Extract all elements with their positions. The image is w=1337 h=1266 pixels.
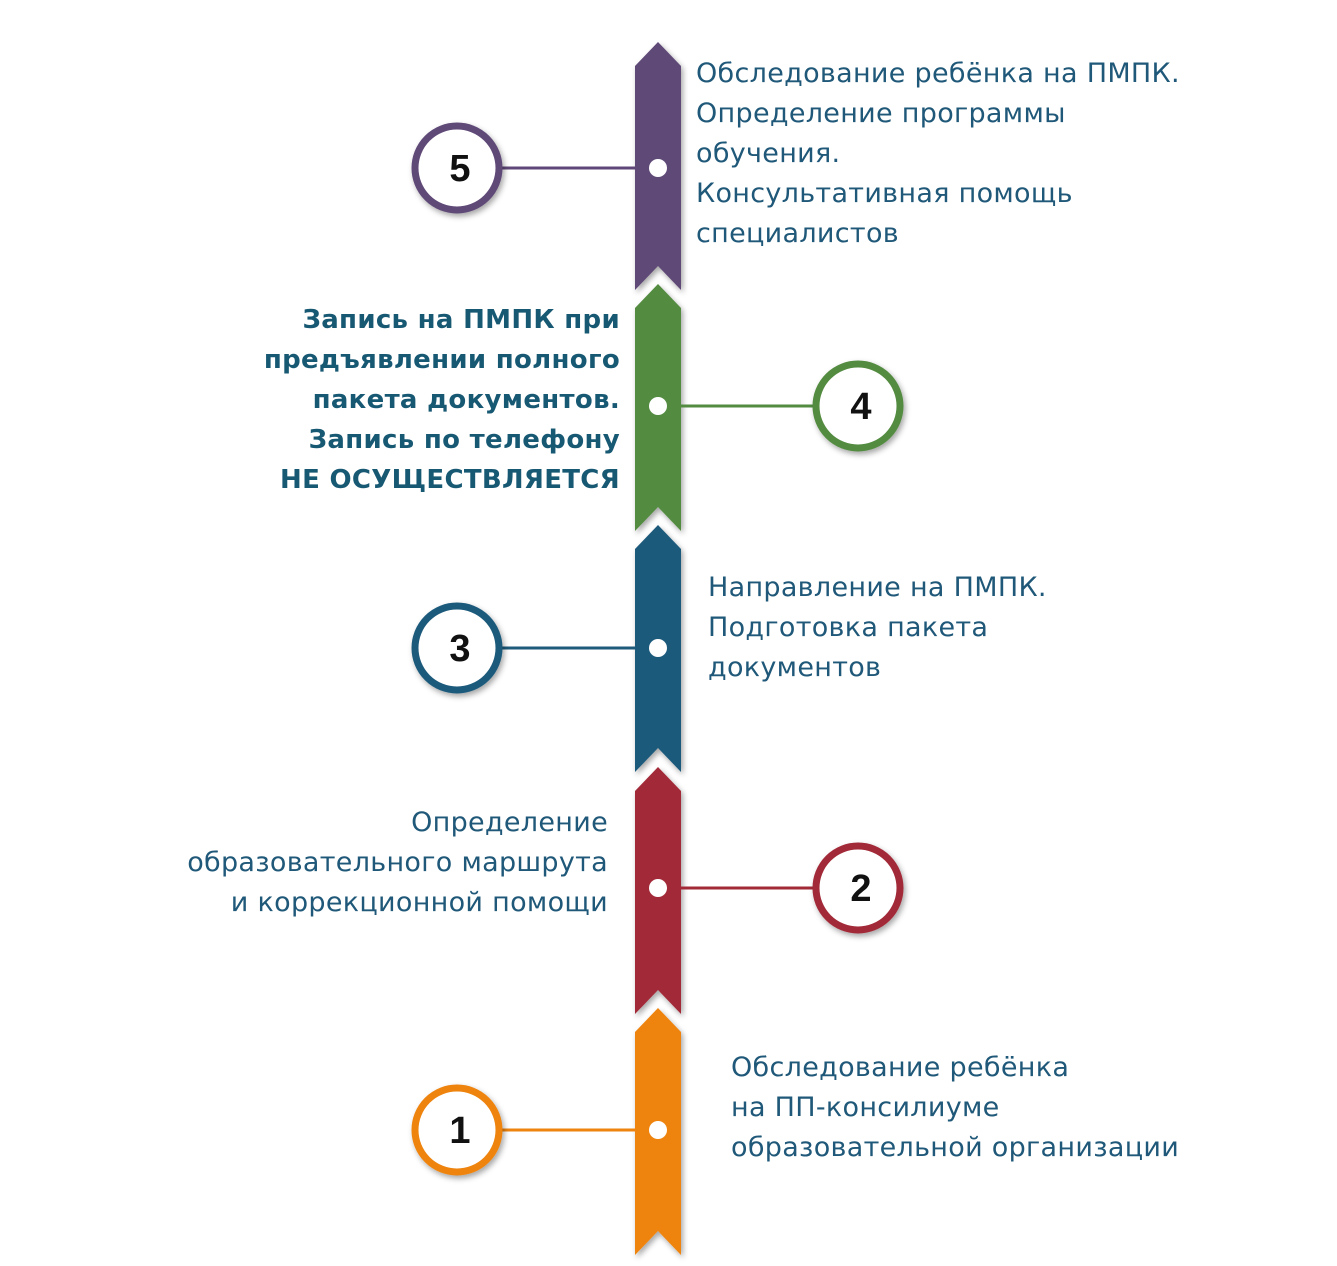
step-1-description-line: на ПП-консилиуме: [731, 1092, 1000, 1123]
step-3-number-circle: [411, 602, 503, 694]
step-2-description: Определение образовательного маршрута и ко…: [187, 803, 608, 923]
step-4-description-line: НЕ ОСУЩЕСТВЛЯЕТСЯ: [280, 465, 620, 495]
step-5-description-line: Определение программы: [696, 98, 1066, 129]
step-1-number-circle: [411, 1084, 503, 1176]
step-3-description-line: документов: [708, 652, 882, 683]
step-1-description-line: образовательной организации: [731, 1132, 1180, 1163]
step-4-description-line: Запись по телефону: [308, 425, 620, 455]
step-5-number: 5: [449, 148, 470, 190]
step-1-number: 1: [449, 1110, 470, 1152]
step-1-ribbon-dot: [649, 1121, 667, 1139]
step-5-description-line: Обследование ребёнка на ПМПК.: [696, 58, 1180, 89]
step-5-ribbon-dot: [649, 159, 667, 177]
step-2-description-line: образовательного маршрута: [187, 847, 608, 878]
step-2-description-line: Определение: [411, 807, 608, 838]
step-3-description-line: Направление на ПМПК.: [708, 572, 1047, 603]
step-4-description-line: предъявлении полного: [263, 345, 620, 375]
step-1-description-line: Обследование ребёнка: [731, 1052, 1070, 1083]
step-4-number: 4: [850, 386, 871, 428]
step-4-description-line: Запись на ПМПК при: [302, 305, 620, 335]
step-4-number-circle: [812, 360, 904, 452]
step-3-ribbon-dot: [649, 639, 667, 657]
step-3-number: 3: [449, 628, 470, 670]
step-5-description-line: обучения.: [696, 138, 841, 169]
step-1-description: Обследование ребёнка на ПП-консилиуме обра…: [731, 1048, 1179, 1168]
step-5-description-line: специалистов: [696, 218, 899, 249]
step-5-description-line: Консультативная помощь: [696, 178, 1073, 209]
step-5-description: Обследование ребёнка на ПМПК. Определение…: [696, 54, 1180, 254]
step-2-number-circle: [812, 842, 904, 934]
step-3-description: Направление на ПМПК. Подготовка пакета док…: [708, 568, 1047, 688]
step-2-description-line: и коррекционной помощи: [230, 887, 608, 918]
step-3-description-line: Подготовка пакета: [708, 612, 989, 643]
step-4-description-line: пакета документов.: [312, 385, 620, 415]
step-4-description: Запись на ПМПК при предъявлении полного па…: [264, 300, 620, 500]
step-5-number-circle: [411, 122, 503, 214]
step-2-ribbon-dot: [649, 879, 667, 897]
step-2-number: 2: [850, 868, 871, 910]
step-4-ribbon-dot: [649, 397, 667, 415]
